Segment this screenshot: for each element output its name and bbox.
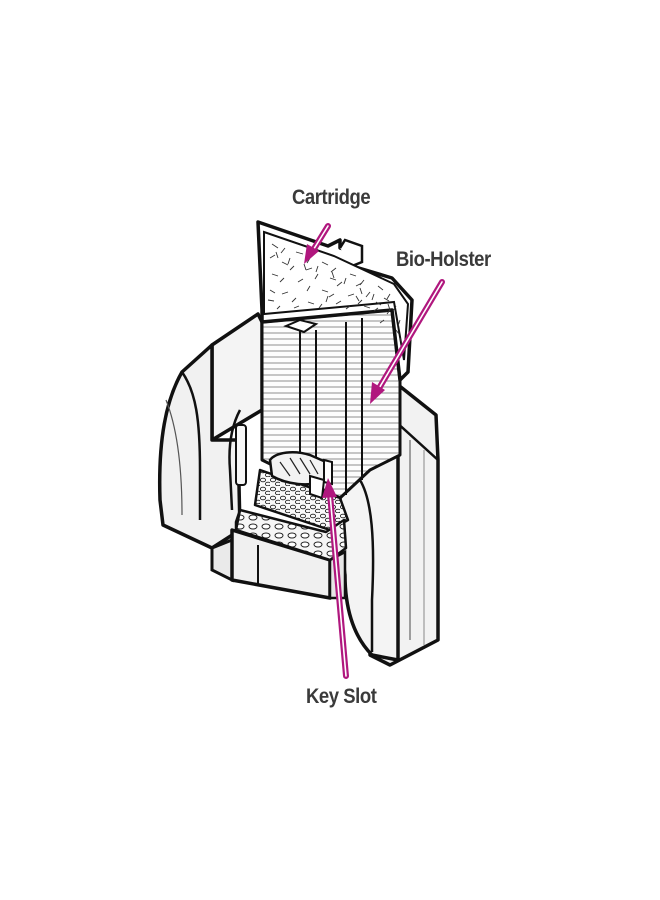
cartridge-floss-texture (267, 243, 403, 345)
cartridge (256, 220, 414, 382)
key-slot-arrow (322, 478, 349, 679)
filter-back-wall (210, 312, 264, 442)
cartridge-tab (338, 238, 364, 268)
key-slot-label: Key Slot (306, 685, 377, 708)
cartridge-label: Cartridge (292, 186, 371, 209)
cartridge-clip (283, 318, 319, 334)
key-slot (323, 458, 333, 486)
filter-base-left (210, 537, 234, 583)
bio-holster-label: Bio-Holster (396, 248, 491, 271)
filter-inner-wall (228, 409, 242, 511)
callout-arrows (304, 223, 445, 679)
cartridge-arrow (304, 223, 331, 264)
cartridge-floss (263, 230, 410, 361)
bio-holster-arrow (370, 279, 445, 404)
